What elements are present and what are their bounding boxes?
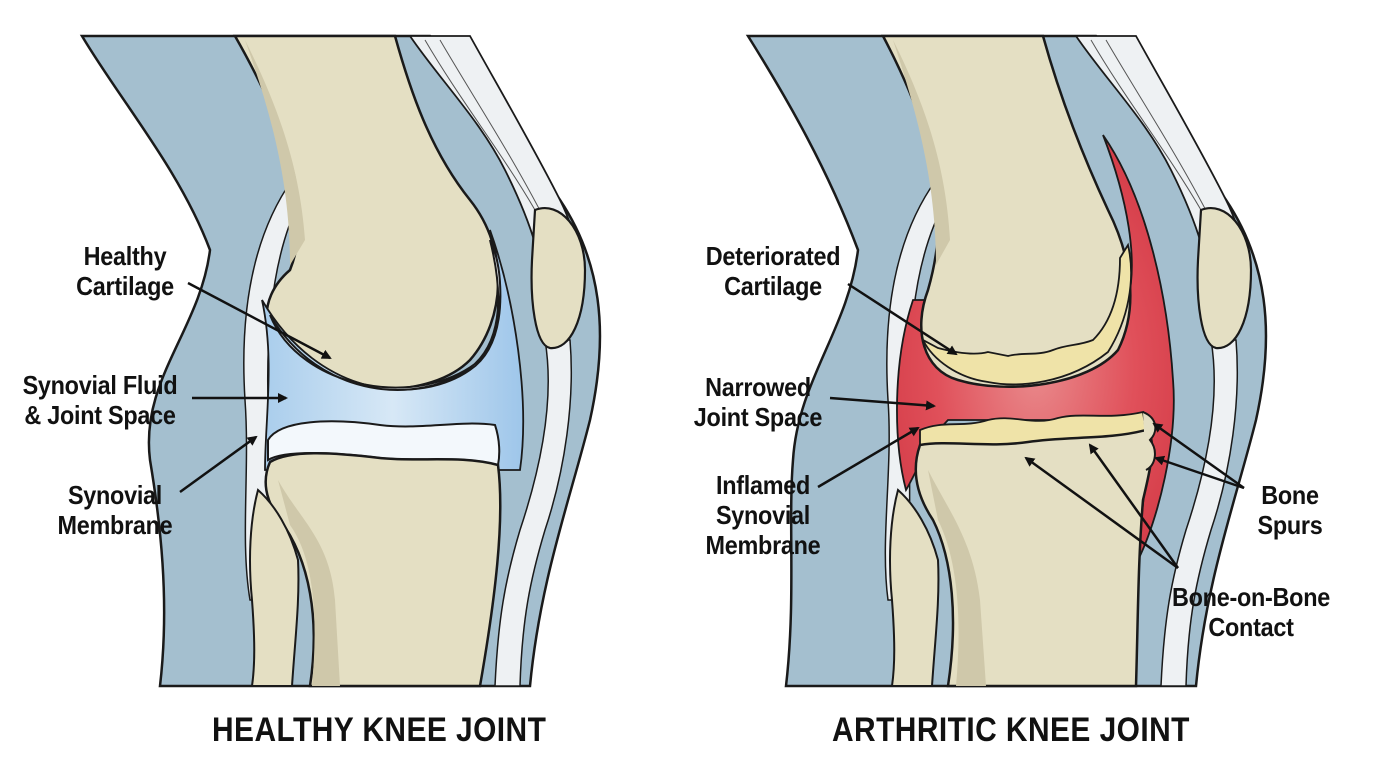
label-bone-spurs: Bone Spurs xyxy=(1257,480,1323,540)
deteriorated-cartilage-femur xyxy=(920,242,1132,386)
arthritic-knee-panel: Deteriorated Cartilage Narrowed Joint Sp… xyxy=(688,0,1376,768)
arthritic-title: ARTHRITIC KNEE JOINT xyxy=(832,711,1190,749)
fibula xyxy=(249,488,300,687)
healthy-knee-panel: Healthy Cartilage Synovial Fluid & Joint… xyxy=(22,34,602,749)
healthy-title: HEALTHY KNEE JOINT xyxy=(212,711,547,749)
label-inflamed-membrane: Inflamed Synovial Membrane xyxy=(705,470,821,560)
arthritic-knee-illustration xyxy=(745,34,1268,688)
label-healthy-cartilage: Healthy Cartilage xyxy=(76,241,174,301)
healthy-cartilage-femur xyxy=(269,239,502,391)
patella xyxy=(530,207,587,350)
label-synovial-membrane: Synovial Membrane xyxy=(57,480,173,540)
patellar-tendon xyxy=(494,339,572,687)
label-narrowed-joint-space: Narrowed Joint Space xyxy=(693,372,823,432)
healthy-knee-illustration xyxy=(79,34,602,688)
patella xyxy=(1196,207,1253,350)
label-synovial-fluid: Synovial Fluid & Joint Space xyxy=(22,370,178,430)
label-deteriorated-cartilage: Deteriorated Cartilage xyxy=(705,241,841,301)
bone-spur xyxy=(1142,411,1157,471)
label-bone-on-bone: Bone-on-Bone Contact xyxy=(1172,582,1330,642)
patellar-tendon xyxy=(1160,339,1238,687)
fibula xyxy=(889,488,940,687)
